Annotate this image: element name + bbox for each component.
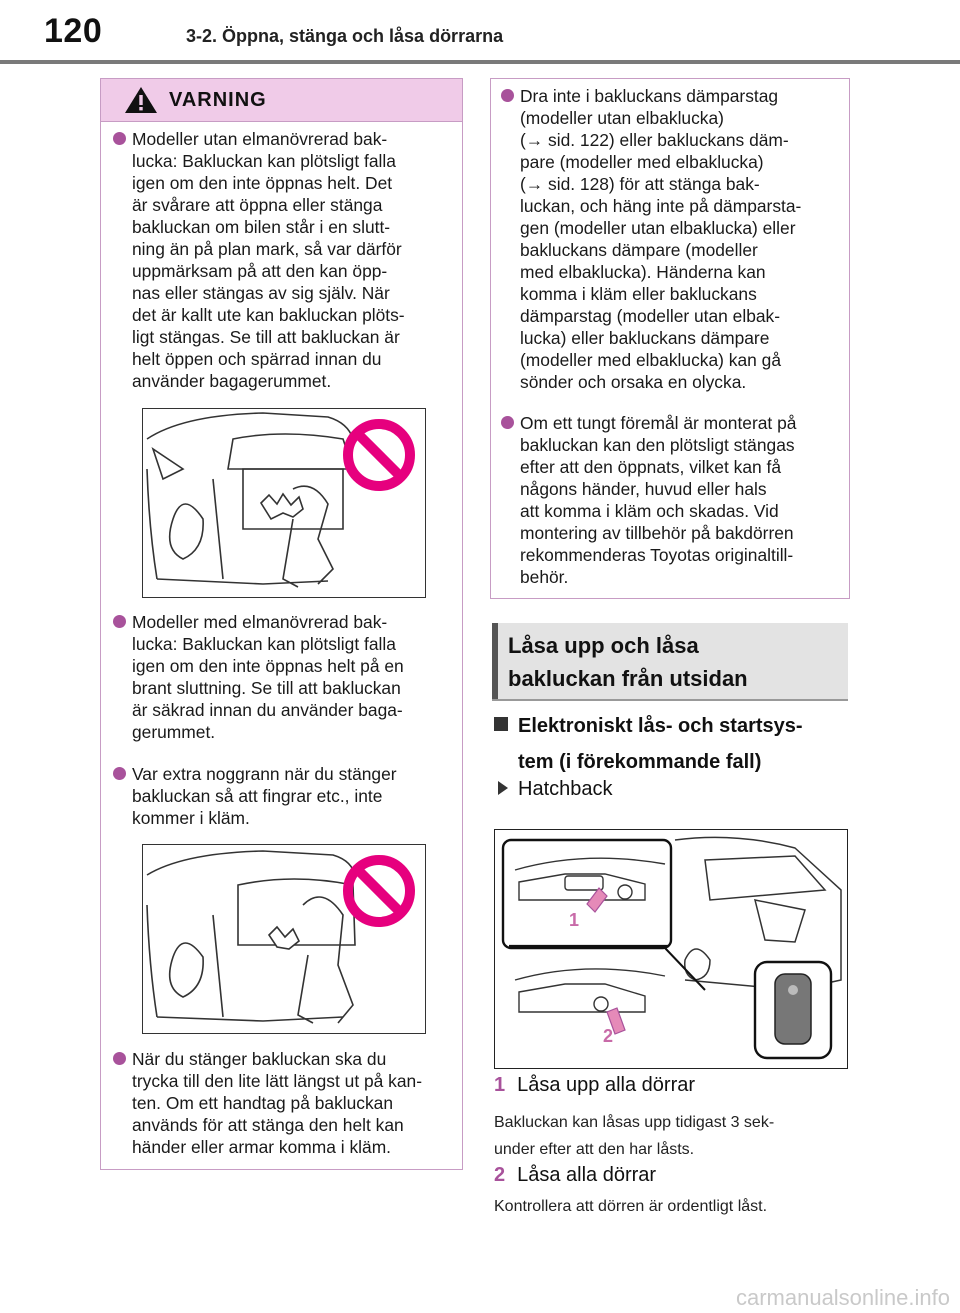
warning-bullet-text: Dra inte i bakluckans dämparstag (modell… [520, 86, 802, 392]
step-2: 2 Låsa alla dörrar [494, 1164, 656, 1187]
bullet-dot-icon [113, 767, 126, 780]
illustration-fingers-trapped [142, 844, 426, 1034]
square-bullet-icon [494, 717, 508, 731]
bullet-dot-icon [113, 132, 126, 145]
header-rule [0, 60, 960, 64]
warning-bullet: Modeller utan elmanövrerad bak- lucka: B… [113, 128, 405, 392]
warning-bullet: Om ett tungt föremål är monterat på bakl… [501, 412, 797, 588]
chapter-title: 3-2. Öppna, stänga och låsa dörrarna [186, 26, 504, 46]
warning-bullet: Var extra noggrann när du stänger bakluc… [113, 763, 397, 829]
prohibition-icon [343, 419, 415, 491]
callout-1: 1 [569, 910, 580, 930]
step-label: Låsa alla dörrar [517, 1164, 657, 1186]
watermark: carmanualsonline.info [735, 1285, 950, 1310]
warning-bullet-text: Var extra noggrann när du stänger bakluc… [132, 764, 397, 828]
page-header: 120 3-2. Öppna, stänga och låsa dörrarna [0, 0, 960, 66]
warning-bullet: När du stänger bakluckan ska du trycka t… [113, 1048, 422, 1158]
step-2-description: Kontrollera att dörren är ordentligt lås… [494, 1198, 768, 1215]
warning-bullet-text: När du stänger bakluckan ska du trycka t… [132, 1049, 422, 1157]
car-tailgate-illustration [146, 412, 355, 588]
subsection-title-line1: Elektroniskt lås- och startsys- [518, 715, 803, 737]
illustration-tailgate-falling [142, 408, 426, 598]
callout-2: 2 [603, 1026, 614, 1046]
warning-bullet-text: Om ett tungt föremål är monterat på bakl… [520, 413, 797, 587]
step-1: 1 Låsa upp alla dörrar [494, 1074, 695, 1097]
triangle-arrow-icon [498, 781, 508, 795]
warning-bullet-text: Modeller utan elmanövrerad bak- lucka: B… [132, 129, 405, 391]
warning-box-left: VARNING Modeller utan elmanövrerad bak- … [100, 78, 463, 1170]
warning-title: VARNING [169, 89, 267, 111]
variant-label: Hatchback [498, 778, 613, 801]
car-closing-illustration [146, 850, 356, 1024]
warning-bullet: Modeller med elmanövrerad bak- lucka: Ba… [113, 611, 404, 743]
bullet-dot-icon [113, 615, 126, 628]
bullet-dot-icon [501, 89, 514, 102]
warning-triangle-icon [125, 87, 157, 113]
warning-title-bar: VARNING [101, 79, 462, 122]
warning-bullet: Dra inte i bakluckans dämparstag (modell… [501, 85, 802, 393]
step-1-description: Bakluckan kan låsas upp tidigast 3 sek- … [494, 1114, 775, 1158]
bullet-dot-icon [501, 416, 514, 429]
bullet-dot-icon [113, 1052, 126, 1065]
step-number: 2 [494, 1164, 506, 1186]
section-heading-box: Låsa upp och låsa bakluckan från utsidan [492, 623, 848, 701]
page-number: 120 [44, 12, 103, 50]
section-title: Låsa upp och låsa bakluckan från utsidan [508, 633, 748, 691]
warning-bullet-text: Modeller med elmanövrerad bak- lucka: Ba… [132, 612, 404, 742]
section-accent-bar [492, 623, 498, 699]
step-number: 1 [494, 1074, 506, 1096]
warning-box-right: Dra inte i bakluckans dämparstag (modell… [490, 78, 850, 599]
figure-tailgate-lock-buttons: 1 2 [494, 829, 848, 1069]
tailgate-buttons-illustration [501, 836, 842, 1064]
variant-text: Hatchback [518, 778, 613, 800]
subsection-title-line2: tem (i förekommande fall) [518, 751, 762, 773]
step-label: Låsa upp alla dörrar [517, 1074, 696, 1096]
prohibition-icon [343, 855, 415, 927]
subsection-heading: Elektroniskt lås- och startsys- tem (i f… [494, 708, 803, 780]
